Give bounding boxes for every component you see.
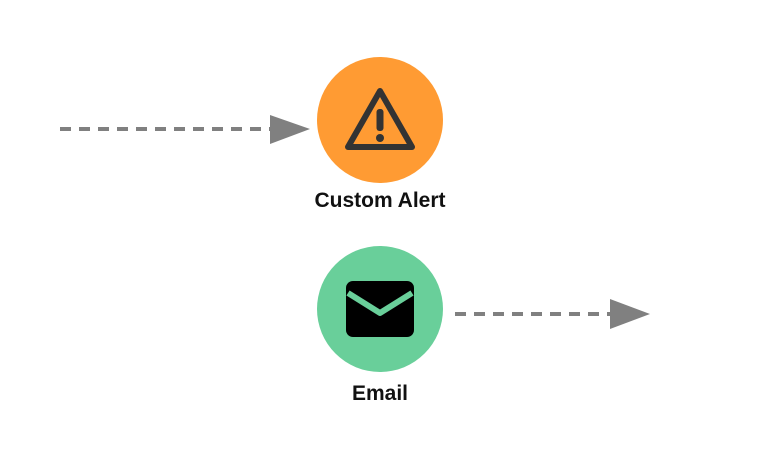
envelope-icon [346,281,414,337]
email-node[interactable] [317,246,443,372]
custom-alert-label: Custom Alert [314,189,446,212]
custom-alert-node[interactable] [317,57,443,183]
warning-triangle-icon [345,88,415,150]
email-label: Email [351,382,409,405]
